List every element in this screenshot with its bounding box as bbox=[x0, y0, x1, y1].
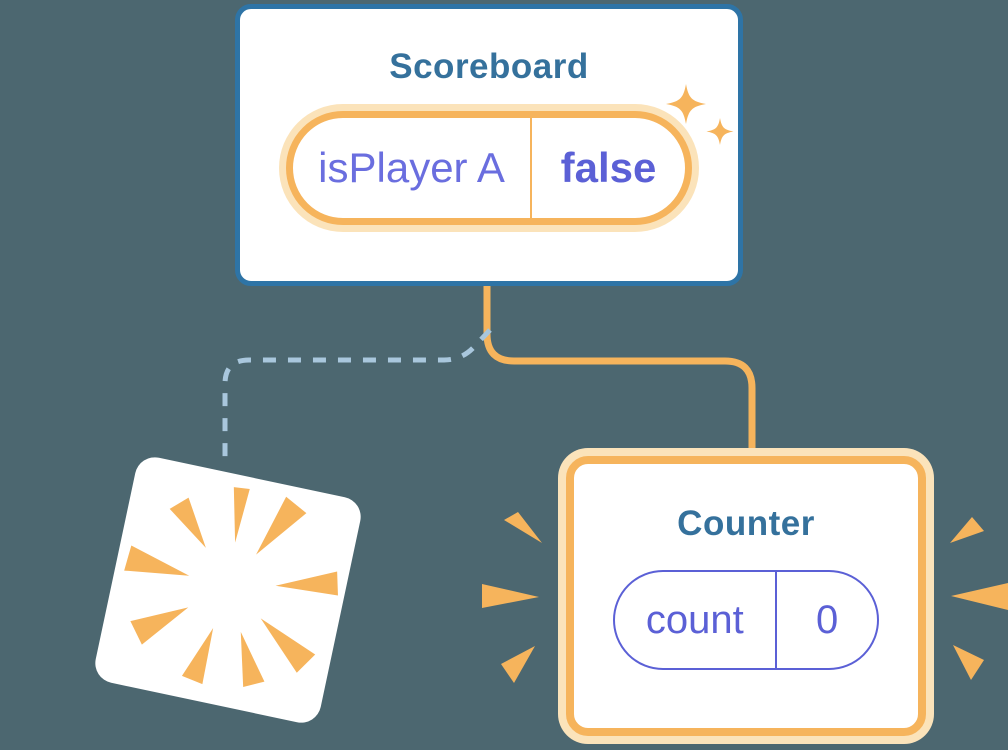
orange-connector-line bbox=[483, 284, 756, 462]
pill-divider bbox=[530, 118, 533, 218]
state-key: isPlayer A bbox=[318, 144, 505, 191]
state-value: false bbox=[560, 144, 657, 191]
burst-lines-icon-right bbox=[950, 517, 1008, 680]
counter-title: Counter bbox=[677, 504, 815, 543]
sparkle-icon bbox=[666, 84, 706, 124]
burst-lines-icon-left bbox=[482, 512, 542, 683]
counter-state-pill: count 0 bbox=[613, 570, 879, 670]
scoreboard-card: Scoreboard isPlayer A false bbox=[235, 4, 743, 286]
state-value: 0 bbox=[815, 597, 839, 642]
sparkle-icon bbox=[706, 118, 734, 145]
destroyed-component-card bbox=[91, 453, 365, 727]
scoreboard-state-pill: isPlayer A false bbox=[286, 111, 692, 225]
scoreboard-title: Scoreboard bbox=[389, 47, 589, 86]
state-key: count bbox=[645, 597, 744, 642]
pill-divider bbox=[774, 572, 778, 668]
counter-card: Counter count 0 bbox=[566, 456, 926, 736]
dashed-connector-line bbox=[222, 328, 492, 468]
sparkles-group bbox=[666, 84, 734, 145]
poof-burst-icon bbox=[124, 487, 338, 687]
